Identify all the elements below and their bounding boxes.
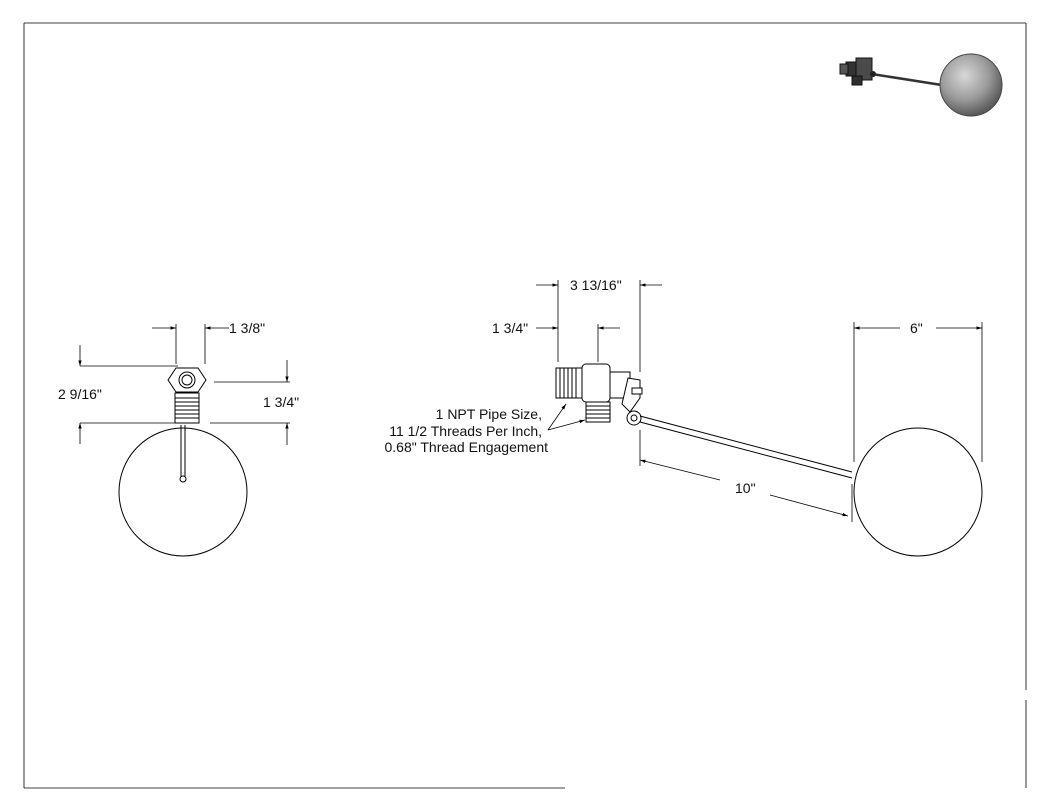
dim-front-width-label: 1 3/8": [229, 320, 265, 336]
dim-arm-length-label: 10": [735, 480, 756, 496]
thread-spec-note: 1 NPT Pipe Size, 11 1/2 Threads Per Inch…: [385, 406, 549, 455]
dim-side-body-label: 1 3/4": [492, 320, 528, 336]
side-float-ball: [853, 427, 983, 557]
float-valve-3d-thumbnail-icon: [839, 53, 1003, 117]
side-valve-body: [555, 363, 643, 426]
dim-front-height-body-label: 1 3/4": [263, 394, 299, 410]
dim-float-diameter-label: 6": [910, 320, 923, 336]
sheet-border: [23, 22, 1027, 789]
front-hex-nut: [167, 367, 207, 393]
front-float-ball: [118, 427, 248, 557]
thread-note-line-3: 0.68" Thread Engagement: [385, 439, 549, 455]
front-view: 1 3/8" 2 9/16" 1 3/4": [58, 320, 299, 557]
thread-note-line-2: 11 1/2 Threads Per Inch,: [389, 423, 542, 439]
dim-front-height-total-label: 2 9/16": [58, 386, 102, 402]
dim-side-overall-label: 3 13/16": [570, 277, 622, 293]
thread-note-line-1: 1 NPT Pipe Size,: [436, 406, 542, 422]
side-view: 3 13/16" 1 3/4" 6" 10" 1 NPT Pipe Size, …: [385, 277, 983, 557]
